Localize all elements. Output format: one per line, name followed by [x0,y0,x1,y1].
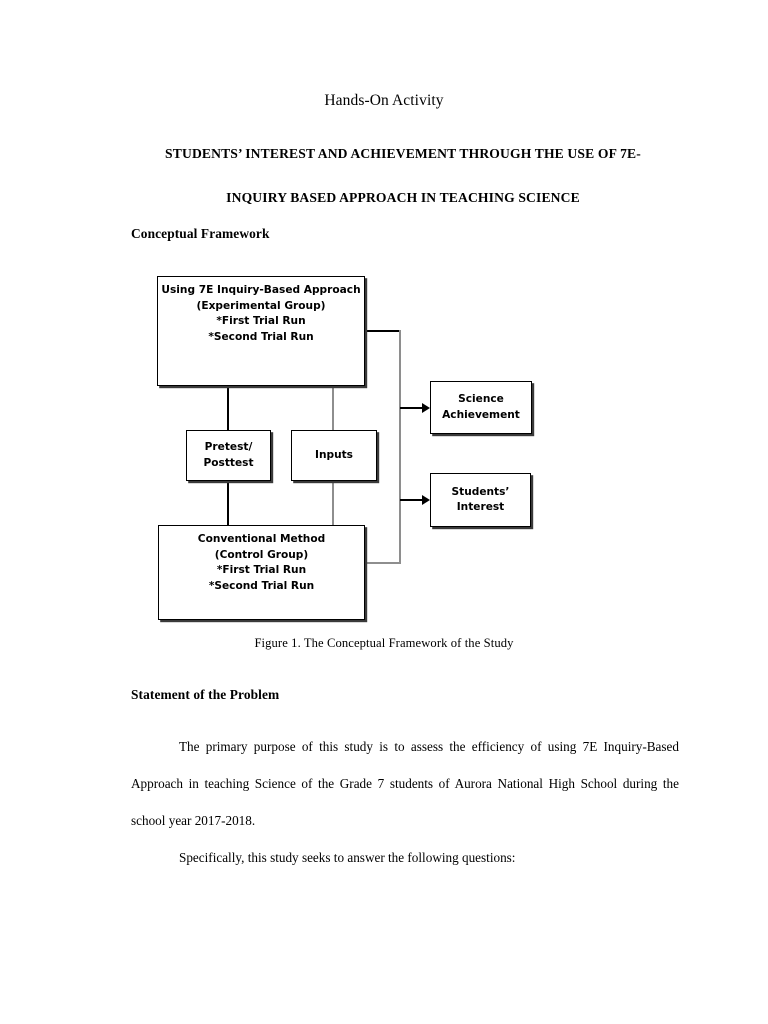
paragraph-text: The primary purpose of this study is to … [131,739,679,828]
figure-caption: Figure 1. The Conceptual Framework of th… [254,636,514,650]
diagram-node-pretest-posttest[interactable]: Pretest/ Posttest [186,430,271,481]
node-line: Pretest/ [204,441,253,453]
node-line: *Second Trial Run [208,330,314,343]
edge-inputs-to-conventional [332,481,334,526]
section-heading-statement-of-the-problem: Statement of the Problem [131,687,280,702]
page-title-line-2: INQUIRY BASED APPROACH IN TEACHING SCIEN… [226,190,580,205]
diagram-node-students-interest[interactable]: Students’ Interest [430,473,531,527]
document-header-title: Hands-On Activity [324,92,444,109]
edge-output-bus-vertical [399,330,401,563]
node-line: Students’ [451,485,510,498]
node-line: Posttest [203,456,254,469]
node-line: *First Trial Run [216,564,307,576]
edge-bus-to-achievement [400,407,424,409]
edge-conventional-bus-horizontal [365,562,401,564]
diagram-node-inputs[interactable]: Inputs [291,430,377,481]
node-line: Using 7E Inquiry-Based Approach [161,284,361,296]
node-line: Conventional Method [197,533,326,545]
node-line: Achievement [442,408,520,421]
node-line: *First Trial Run [216,315,306,327]
node-line: (Experimental Group) [196,299,326,312]
edge-experimental-to-inputs [332,386,334,431]
page-title-line-1: STUDENTS’ INTEREST AND ACHIEVEMENT THROU… [165,146,641,161]
diagram-node-conventional-method[interactable]: Conventional Method (Control Group) *Fir… [158,525,365,620]
paragraph-text: Specifically, this study seeks to answer… [179,850,516,865]
section-heading-conceptual-framework: Conceptual Framework [131,226,270,241]
edge-pretest-to-conventional [227,481,229,526]
node-line: Interest [456,501,505,513]
node-line: Science [458,393,504,405]
paragraph-questions-lead: Specifically, this study seeks to answer… [131,839,679,876]
paragraph-purpose: The primary purpose of this study is to … [131,728,679,839]
diagram-node-experimental-group[interactable]: Using 7E Inquiry-Based Approach (Experim… [157,276,365,386]
node-line: (Control Group) [214,548,309,561]
arrowhead-interest [422,495,430,505]
edge-bus-to-interest [400,499,424,501]
node-line: Inputs [315,448,353,461]
node-line: *Second Trial Run [208,579,315,592]
diagram-node-science-achievement[interactable]: Science Achievement [430,381,532,434]
arrowhead-achievement [422,403,430,413]
edge-experimental-bus-horizontal [365,330,401,332]
page-title: STUDENTS’ INTEREST AND ACHIEVEMENT THROU… [128,132,678,220]
edge-experimental-to-pretest [227,386,229,431]
